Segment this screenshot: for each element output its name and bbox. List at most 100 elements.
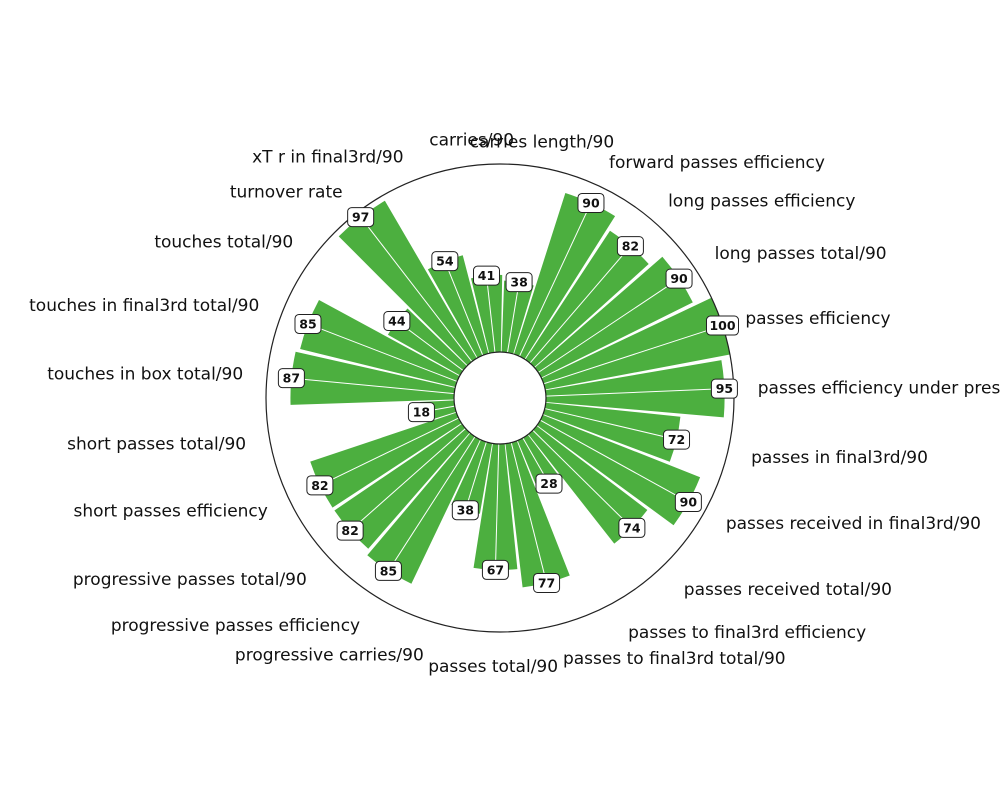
category-label: touches in final3rd total/90 <box>29 296 259 316</box>
category-label: passes efficiency <box>745 309 890 329</box>
bar-short-passes-efficiency <box>310 412 462 508</box>
value-label-text: 41 <box>478 268 495 283</box>
value-label: 38 <box>451 500 479 521</box>
category-label: progressive passes total/90 <box>73 570 307 590</box>
value-labels-layer: 41 38 90 82 90 100 95 72 90 74 28 77 67 38 85 82 82 18 87 8… <box>277 192 739 593</box>
inner-hole <box>453 351 547 445</box>
category-label: long passes efficiency <box>668 191 855 211</box>
value-label: 90 <box>674 492 702 513</box>
value-label-box <box>383 310 411 331</box>
category-label: long passes total/90 <box>715 244 887 264</box>
category-label: short passes total/90 <box>67 435 246 455</box>
spoke-line <box>473 165 496 353</box>
value-label-box <box>407 402 435 423</box>
category-label: touches in box total/90 <box>47 365 243 385</box>
value-label-text: 100 <box>709 318 735 333</box>
value-label-box <box>663 429 691 450</box>
value-label-box <box>277 368 305 389</box>
spoke-line <box>543 325 723 385</box>
value-label-box <box>306 475 334 496</box>
bar-passes-efficiency-under-pressu <box>545 360 725 418</box>
value-label-text: 72 <box>668 432 685 447</box>
value-label: 74 <box>618 517 646 538</box>
value-label-text: 82 <box>311 478 328 493</box>
spoke-line <box>493 443 500 632</box>
spoke-line <box>544 408 728 453</box>
value-label: 82 <box>306 475 334 496</box>
bar-carries-length-90 <box>501 280 534 354</box>
value-label-box <box>336 520 364 541</box>
spoke-line <box>506 167 539 353</box>
spoke-line <box>356 212 473 362</box>
category-label: progressive carries/90 <box>235 645 424 665</box>
value-label-box <box>577 192 605 213</box>
value-label: 85 <box>374 560 402 581</box>
value-label-text: 95 <box>716 381 733 396</box>
value-label-text: 38 <box>510 275 527 290</box>
value-label-text: 90 <box>680 495 698 510</box>
value-label-text: 90 <box>670 271 688 286</box>
spoke-line <box>510 442 558 626</box>
value-label: 90 <box>665 268 693 289</box>
category-label: passes to final3rd total/90 <box>563 649 786 669</box>
value-label: 100 <box>705 315 739 336</box>
category-label: progressive passes efficiency <box>111 616 360 636</box>
category-label: passes to final3rd efficiency <box>628 623 866 643</box>
value-label: 95 <box>710 378 738 399</box>
value-label-text: 82 <box>341 523 358 538</box>
value-label-box <box>294 313 322 334</box>
value-label: 44 <box>383 310 411 331</box>
category-label: passes efficiency under pressu <box>758 378 1000 398</box>
value-label-text: 74 <box>623 520 641 535</box>
category-label: passes received in final3rd/90 <box>726 514 981 534</box>
value-label: 82 <box>336 520 364 541</box>
category-label: turnover rate <box>230 183 343 203</box>
value-label-box <box>665 268 693 289</box>
bar-turnover-rate <box>338 200 477 366</box>
bar-passes-received-in-final3rd-90 <box>537 414 701 526</box>
value-label-box <box>451 500 479 521</box>
spoke-line <box>518 185 600 357</box>
value-label: 87 <box>277 368 305 389</box>
value-label: 77 <box>533 572 561 593</box>
bar-progressive-passes-efficiency <box>367 433 481 584</box>
value-label-text: 18 <box>413 405 430 420</box>
value-label: 54 <box>431 251 459 272</box>
value-label-box <box>535 473 563 494</box>
category-label: carries length/90 <box>470 132 614 152</box>
category-label: touches total/90 <box>154 233 293 253</box>
value-label-box <box>431 251 459 272</box>
value-label: 38 <box>505 272 533 293</box>
bar-passes-in-final3rd-90 <box>543 402 681 462</box>
value-label: 90 <box>577 192 605 213</box>
value-label-box <box>505 272 533 293</box>
value-label: 41 <box>472 265 500 286</box>
value-label-text: 85 <box>299 316 316 331</box>
category-label: carries/90 <box>429 131 514 151</box>
value-label-text: 90 <box>582 195 600 210</box>
value-label: 18 <box>407 402 435 423</box>
value-label: 85 <box>294 313 322 334</box>
value-label-text: 77 <box>538 575 555 590</box>
value-label-box <box>481 559 509 580</box>
bar-progressive-carries-90 <box>451 439 493 514</box>
value-label: 28 <box>535 473 563 494</box>
value-label-box <box>374 560 402 581</box>
spoke-line <box>532 429 668 563</box>
category-label: short passes efficiency <box>74 502 268 522</box>
bar-passes-efficiency <box>541 297 730 390</box>
value-label: 82 <box>616 236 644 257</box>
spoke-line <box>522 437 617 602</box>
bar-carries-90 <box>471 274 503 354</box>
spoke-line <box>430 441 487 622</box>
value-label-box <box>347 207 375 228</box>
category-label: forward passes efficiency <box>609 153 825 173</box>
value-label: 67 <box>481 559 509 580</box>
value-label-box <box>472 265 500 286</box>
value-label-text: 54 <box>436 254 454 269</box>
value-label-box <box>533 572 561 593</box>
value-label-text: 97 <box>352 210 369 225</box>
value-label: 72 <box>663 429 691 450</box>
category-label: passes received total/90 <box>684 580 892 600</box>
